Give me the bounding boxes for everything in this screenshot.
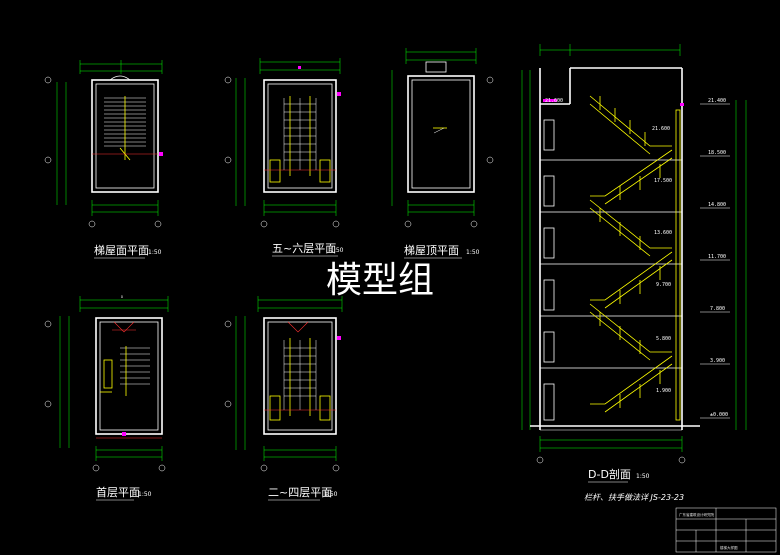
title-block (675, 507, 777, 553)
right-elevation: 18.500 (708, 150, 726, 156)
roof-plan-scale: 1:50 (148, 249, 162, 256)
right-elevation: 21.400 (708, 98, 726, 104)
section-d-d-title: D-D剖面 (588, 467, 631, 481)
floor-5-6-plan (224, 58, 341, 228)
section-elevation: 21.600 (652, 126, 670, 132)
stair-treads (284, 103, 316, 161)
stair-roof-top-plan-title: 梯屋顶平面 (404, 244, 459, 257)
section-elevation: 17.500 (654, 178, 672, 184)
roof-plan (44, 60, 163, 228)
ground-floor-plan: D (44, 295, 169, 472)
floor-5-6-plan-scale: 1:50 (330, 247, 344, 254)
right-elevation: 3.900 (710, 358, 725, 364)
floor-5-6-plan-title: 五~六层平面 (272, 242, 336, 255)
section-elevation: 13.600 (654, 230, 672, 236)
section-d-d-scale: 1:50 (636, 473, 650, 480)
ground-floor-plan-scale: 1:50 (138, 491, 152, 498)
right-elevation: ±0.000 (710, 412, 728, 418)
railing-note: 栏杆、扶手做法详 JS-23-23 (584, 493, 684, 502)
section-elevation: 5.800 (656, 336, 671, 342)
watermark: 模型组 (326, 260, 434, 301)
title-block-drawing-name: 楼梯大样图 (720, 545, 738, 550)
stair-treads (120, 347, 150, 385)
stair-roof-top-plan (391, 48, 494, 228)
floor-2-4-plan-title: 二~四层平面 (268, 486, 332, 499)
stair-treads (284, 347, 316, 397)
title-block-company: 广东省建筑设计研究院 (679, 512, 714, 517)
floor-2-4-plan-scale: 1:50 (324, 491, 338, 498)
floor-2-4-plan (224, 296, 343, 472)
stair-roof-top-plan-scale: 1:50 (466, 249, 480, 256)
section-left-elevation: 21.600 (545, 98, 563, 104)
axis-label-d: D (121, 295, 123, 299)
section-elevation: 1.900 (656, 388, 671, 394)
roof-plan-title: 梯屋面平面 (94, 244, 149, 257)
section-elevation: 9.700 (656, 282, 671, 288)
right-elevation: 14.800 (708, 202, 726, 208)
right-elevation: 7.800 (710, 306, 725, 312)
ground-floor-plan-title: 首层平面 (96, 485, 140, 499)
stair-flights (589, 95, 673, 413)
right-elevation: 11.700 (708, 254, 726, 260)
section-d-d (521, 44, 747, 464)
